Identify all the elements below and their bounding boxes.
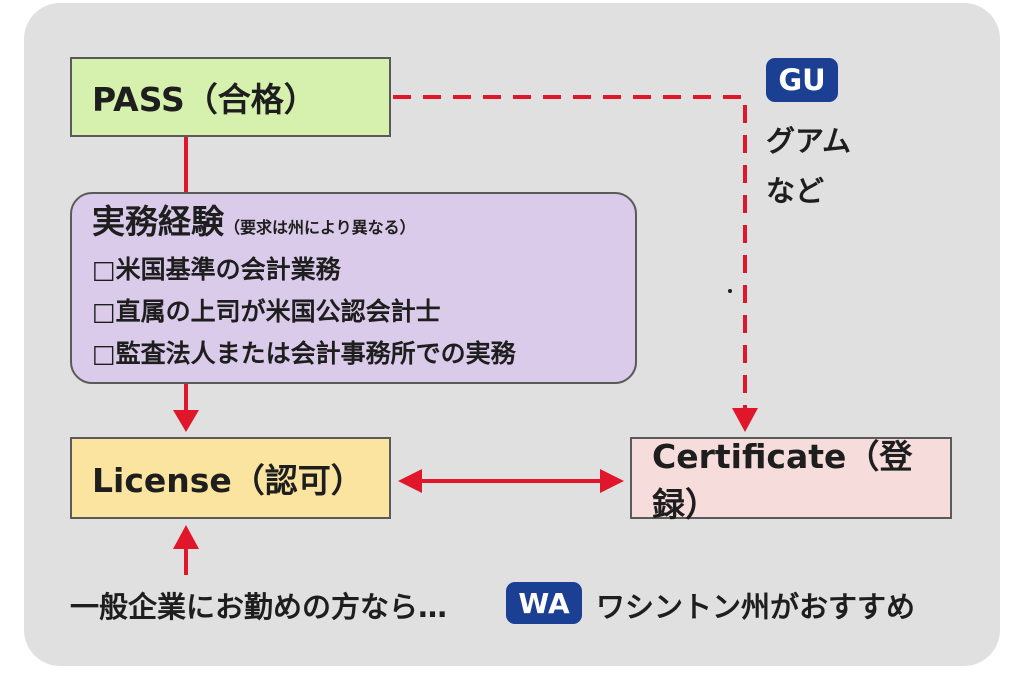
- experience-item: □監査法人または会計事務所での実務: [92, 339, 516, 368]
- guam-note-line: グアム: [766, 124, 851, 158]
- footer-text-left: 一般企業にお勤めの方なら…: [70, 590, 448, 624]
- certificate-label: Certificate（登録）: [652, 437, 913, 524]
- license-label: License（認可）: [92, 461, 364, 500]
- experience-item: □直属の上司が米国公認会計士: [92, 297, 441, 326]
- guam-note-line: など: [766, 174, 825, 208]
- guam-badge: GU: [766, 58, 838, 102]
- footer-text-right: ワシントン州がおすすめ: [596, 590, 916, 624]
- double-arrow-right-head: [600, 469, 624, 493]
- pass-label: PASS（合格）: [92, 80, 317, 119]
- experience-note: （要求は州により異なる）: [224, 218, 416, 237]
- experience-title-row: 実務経験（要求は州により異なる）: [92, 201, 416, 249]
- experience-to-license-arrowhead: [173, 410, 199, 432]
- experience-item: □米国基準の会計業務: [92, 255, 341, 284]
- certificate-node: Certificate（登録）: [630, 437, 952, 524]
- stray-dot: [728, 289, 732, 293]
- license-node: License（認可）: [70, 437, 391, 519]
- double-arrow-left-head: [398, 469, 422, 493]
- washington-badge: WA: [506, 582, 582, 624]
- experience-title: 実務経験: [92, 202, 224, 241]
- footer-to-license-arrowhead: [173, 525, 199, 549]
- pass-to-certificate-arrowhead: [732, 408, 758, 432]
- guam-note: グアム など: [766, 116, 851, 216]
- pass-node: PASS（合格）: [70, 57, 391, 137]
- experience-node: 実務経験（要求は州により異なる） □米国基準の会計業務 □直属の上司が米国公認会…: [70, 192, 637, 384]
